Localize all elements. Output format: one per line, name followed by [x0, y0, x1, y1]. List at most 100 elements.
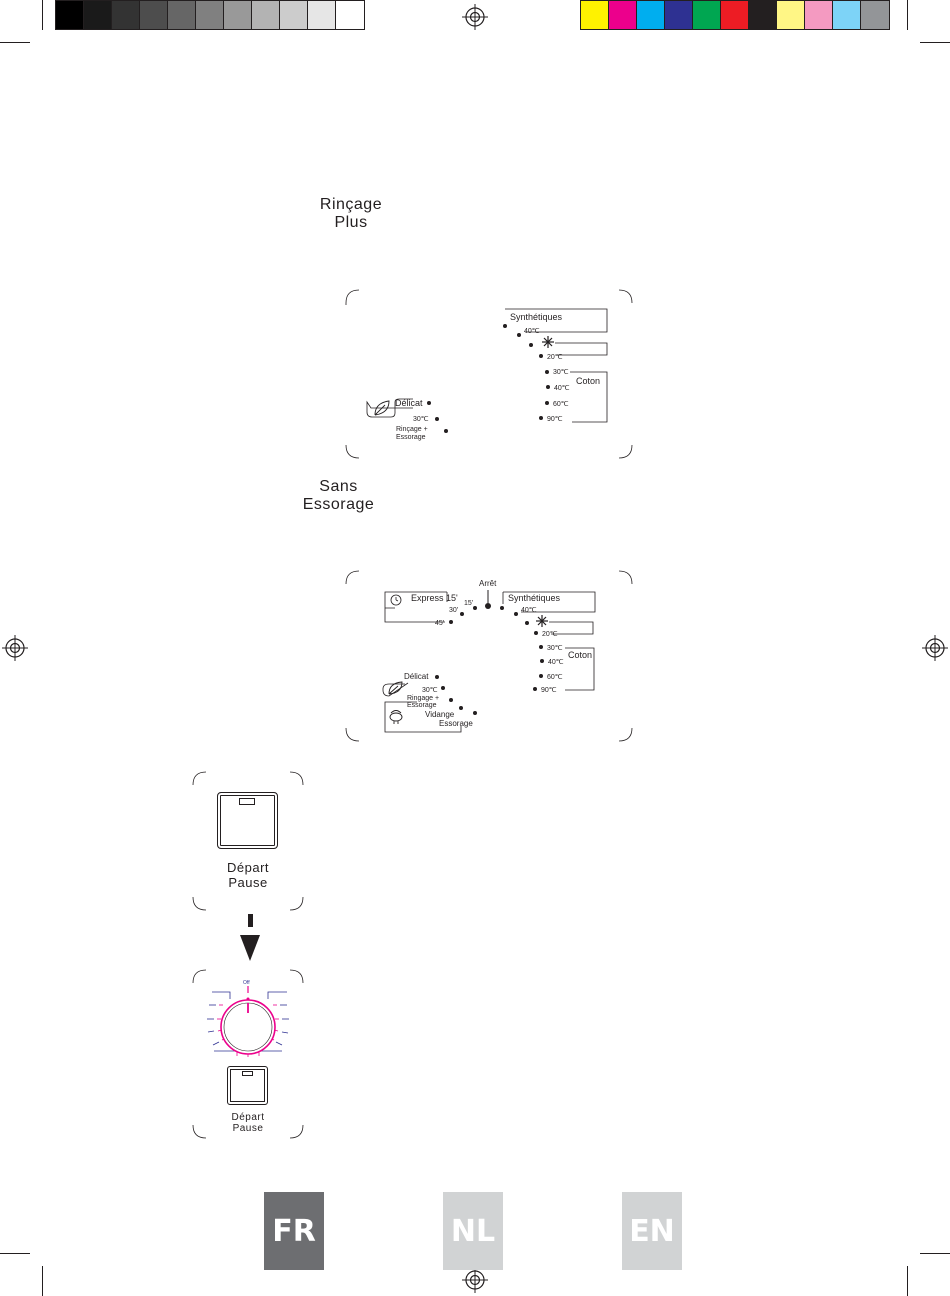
selector-dot — [444, 429, 448, 433]
express-30-label: 30' — [449, 607, 458, 614]
selector-dot — [473, 606, 477, 610]
color-swatch — [637, 1, 665, 29]
selector-dot — [473, 711, 477, 715]
language-tab-en[interactable]: EN — [622, 1192, 682, 1270]
gray-swatch — [336, 1, 364, 29]
crop-mark — [42, 0, 43, 30]
ringage-essorage-line1: Ringage + — [407, 695, 439, 702]
gray-swatch — [140, 1, 168, 29]
crop-mark — [0, 42, 30, 43]
crop-mark — [907, 1266, 908, 1296]
off-position-dot — [485, 603, 491, 609]
timer-icon — [391, 595, 401, 605]
button-indicator-light — [239, 798, 255, 805]
temp-90-label: 90℃ — [547, 416, 563, 423]
start-pause-button[interactable] — [217, 792, 278, 849]
temp-40b-label: 40℃ — [554, 385, 570, 392]
gray-swatch — [84, 1, 112, 29]
color-swatch — [581, 1, 609, 29]
panel-corners — [346, 290, 632, 458]
caption-line: Plus — [296, 214, 406, 232]
registration-mark-icon — [921, 634, 949, 662]
registration-mark-icon — [461, 1266, 489, 1294]
start-pause-small-button[interactable] — [227, 1066, 268, 1105]
temp-20-label: 20℃ — [542, 631, 558, 638]
temp-90-label: 90℃ — [541, 687, 557, 694]
caption-line: Rinçage — [296, 196, 406, 214]
express-label: Express 15' — [411, 593, 458, 603]
leaf-icon — [375, 401, 389, 415]
vidange-label: Vidange — [425, 710, 455, 719]
selector-dot — [539, 354, 543, 358]
ringage-essorage-line2: Essorage — [407, 702, 437, 709]
color-swatch — [749, 1, 777, 29]
selector-dot — [545, 370, 549, 374]
selector-dot — [529, 343, 533, 347]
start-pause-caption: Départ Pause — [206, 860, 290, 890]
rincage-essorage-line2: Essorage — [396, 434, 426, 441]
delicat-30-label: 30℃ — [413, 416, 429, 423]
selector-dot — [435, 675, 439, 679]
selector-dot — [435, 417, 439, 421]
language-tab-fr[interactable]: FR — [264, 1192, 324, 1270]
arret-label: Arrêt — [479, 579, 497, 588]
caption-line: Pause — [206, 875, 290, 890]
selector-dot — [525, 621, 529, 625]
selector-dot — [449, 620, 453, 624]
coton-label: Coton — [568, 650, 592, 660]
selector-dot — [539, 645, 543, 649]
delicat-label: Délicat — [404, 672, 429, 681]
arrow-stem — [248, 914, 253, 927]
selector-dot — [533, 687, 537, 691]
selector-dot — [459, 706, 463, 710]
temp-60-label: 60℃ — [547, 674, 563, 681]
selector-dot — [441, 686, 445, 690]
express-45-label: 45' — [435, 620, 444, 627]
rincage-essorage-line1: Rinçage + — [396, 426, 428, 433]
crop-mark — [42, 1266, 43, 1296]
delicat-30-label: 30℃ — [422, 687, 438, 694]
dial-off-label: Off — [243, 980, 250, 986]
gray-swatch — [168, 1, 196, 29]
registration-mark-icon — [1, 634, 29, 662]
button-indicator-light — [242, 1071, 253, 1076]
synthetiques-label: Synthétiques — [508, 593, 561, 603]
language-tab-nl[interactable]: NL — [443, 1192, 503, 1270]
color-swatch — [693, 1, 721, 29]
gray-swatch — [112, 1, 140, 29]
selector-dot — [514, 612, 518, 616]
essorage-label: Essorage — [439, 719, 473, 728]
selector-dot — [546, 385, 550, 389]
crop-mark — [920, 42, 950, 43]
crop-mark — [907, 0, 908, 30]
color-swatch — [833, 1, 861, 29]
temp-60-label: 60℃ — [553, 401, 569, 408]
caption-line: Essorage — [286, 496, 391, 514]
color-swatch — [609, 1, 637, 29]
temp-40-label: 40℃ — [524, 328, 540, 335]
caption-line: Sans — [286, 478, 391, 496]
color-swatch — [665, 1, 693, 29]
selector-dot — [460, 612, 464, 616]
selector-dot — [539, 416, 543, 420]
spin-drain-icon — [390, 711, 402, 725]
selector-dot — [449, 698, 453, 702]
temp-40-label: 40℃ — [521, 607, 537, 614]
color-swatch — [777, 1, 805, 29]
gray-swatch — [252, 1, 280, 29]
color-swatch — [805, 1, 833, 29]
program-panel-rincage: Synthétiques 40℃ 20℃ 30℃ Coton 40℃ 60℃ 9… — [345, 289, 633, 461]
gray-swatch — [56, 1, 84, 29]
synthetiques-label: Synthétiques — [510, 312, 563, 322]
gray-swatch — [196, 1, 224, 29]
color-swatch — [861, 1, 889, 29]
crop-mark — [920, 1253, 950, 1254]
registration-mark-icon — [461, 3, 489, 31]
caption-line: Pause — [212, 1123, 284, 1134]
selector-dot — [500, 606, 504, 610]
color-swatch — [721, 1, 749, 29]
caption-line: Départ — [206, 860, 290, 875]
selector-dot — [539, 674, 543, 678]
crop-mark — [0, 1253, 30, 1254]
snowflake-icon — [542, 336, 554, 348]
